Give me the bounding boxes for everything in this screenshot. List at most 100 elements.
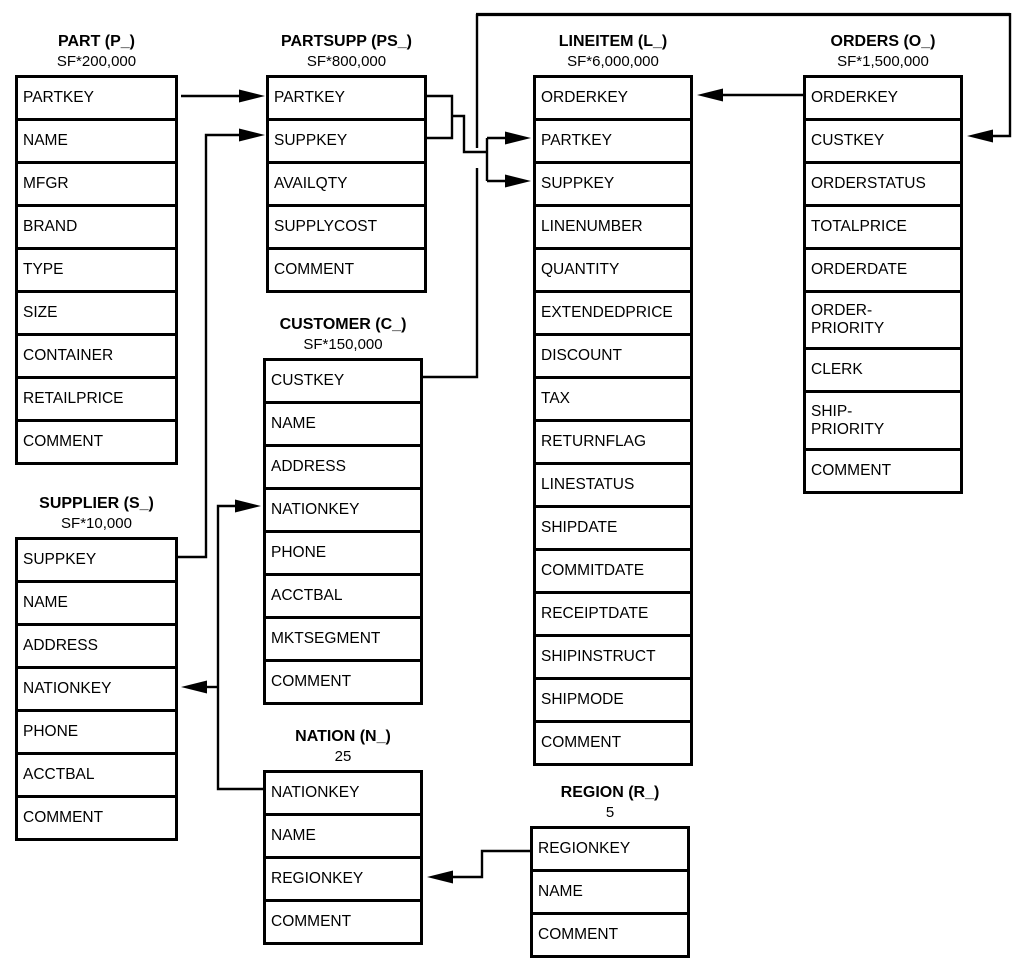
field-customer-custkey: CUSTKEY [263, 358, 423, 404]
field-partsupp-suppkey: SUPPKEY [266, 118, 427, 164]
rel-region-regionkey-to-nation-regionkey-arrowhead [427, 870, 453, 884]
field-lineitem-tax: TAX [533, 376, 693, 422]
field-part-comment: COMMENT [15, 419, 178, 465]
field-region-regionkey: REGIONKEY [530, 826, 690, 872]
field-supplier-name: NAME [15, 580, 178, 626]
field-lineitem-orderkey: ORDERKEY [533, 75, 693, 121]
field-lineitem-shipdate: SHIPDATE [533, 505, 693, 551]
field-supplier-nationkey: NATIONKEY [15, 666, 178, 712]
field-orders-orderpriority: ORDER- PRIORITY [803, 290, 963, 350]
table-part-cardinality: SF*200,000 [56, 53, 137, 70]
field-part-partkey: PARTKEY [15, 75, 178, 121]
table-partsupp-cardinality: SF*800,000 [306, 53, 387, 70]
rel-nation-nationkey-to-supplier-nationkey-arrowhead [181, 680, 207, 694]
field-lineitem-suppkey: SUPPKEY [533, 161, 693, 207]
field-nation-name: NAME [263, 813, 423, 859]
table-part-title: PART (P_) [57, 33, 136, 50]
table-lineitem-title: LINEITEM (L_) [558, 33, 668, 50]
table-nation-header: NATION (N_) 25 [263, 727, 423, 767]
rel-customer-custkey-riser-line [423, 168, 479, 379]
table-lineitem-header: LINEITEM (L_) SF*6,000,000 [533, 32, 693, 72]
field-part-mfgr: MFGR [15, 161, 178, 207]
rel-supplier-suppkey-to-partsupp-suppkey-arrowhead [239, 128, 265, 142]
field-partsupp-availqty: AVAILQTY [266, 161, 427, 207]
table-customer-header: CUSTOMER (C_) SF*150,000 [263, 315, 423, 355]
rel-orders-orderkey-to-lineitem-orderkey-arrowhead [697, 88, 723, 102]
field-lineitem-comment: COMMENT [533, 720, 693, 766]
field-lineitem-receiptdate: RECEIPTDATE [533, 591, 693, 637]
field-part-size: SIZE [15, 290, 178, 336]
table-region-cardinality: 5 [605, 804, 615, 821]
rel-partsupp-suppkey-to-lineitem-suppkey-arrowhead [505, 174, 531, 188]
table-orders-header: ORDERS (O_) SF*1,500,000 [803, 32, 963, 72]
rel-nation-nationkey-to-customer-nationkey-line [216, 504, 263, 791]
rel-partsupp-to-lineitem-merge-bracket [427, 94, 454, 140]
field-customer-name: NAME [263, 401, 423, 447]
table-part-header: PART (P_) SF*200,000 [15, 32, 178, 72]
table-supplier-title: SUPPLIER (S_) [39, 495, 154, 512]
field-lineitem-extendedprice: EXTENDEDPRICE [533, 290, 693, 336]
field-customer-acctbal: ACCTBAL [263, 573, 423, 619]
field-supplier-acctbal: ACCTBAL [15, 752, 178, 798]
table-supplier-header: SUPPLIER (S_)SF*10,000 [15, 494, 178, 534]
field-part-container: CONTAINER [15, 333, 178, 379]
table-region-header: REGION (R_)5 [530, 783, 690, 823]
field-customer-mktsegment: MKTSEGMENT [263, 616, 423, 662]
field-nation-comment: COMMENT [263, 899, 423, 945]
rel-customer-custkey-to-orders-custkey-line [991, 13, 1012, 138]
field-orders-orderkey: ORDERKEY [803, 75, 963, 121]
table-orders-cardinality: SF*1,500,000 [837, 53, 929, 70]
field-orders-comment: COMMENT [803, 448, 963, 494]
rel-partsupp-partkey-to-lineitem-partkey-arrowhead [505, 131, 531, 145]
rel-customer-custkey-to-orders-custkey-arrowhead [967, 129, 993, 143]
field-part-retailprice: RETAILPRICE [15, 376, 178, 422]
table-nation-title: NATION (N_) [295, 728, 391, 745]
field-orders-orderstatus: ORDERSTATUS [803, 161, 963, 207]
rel-partsupp-to-lineitem-trunk-line [452, 114, 487, 154]
field-part-name: NAME [15, 118, 178, 164]
field-supplier-comment: COMMENT [15, 795, 178, 841]
field-supplier-address: ADDRESS [15, 623, 178, 669]
field-orders-clerk: CLERK [803, 347, 963, 393]
field-partsupp-partkey: PARTKEY [266, 75, 427, 121]
table-orders-title: ORDERS (O_) [830, 33, 936, 50]
field-nation-regionkey: REGIONKEY [263, 856, 423, 902]
field-lineitem-discount: DISCOUNT [533, 333, 693, 379]
field-customer-address: ADDRESS [263, 444, 423, 490]
field-lineitem-partkey: PARTKEY [533, 118, 693, 164]
field-customer-nationkey: NATIONKEY [263, 487, 423, 533]
table-nation-cardinality: 25 [334, 748, 352, 765]
field-supplier-phone: PHONE [15, 709, 178, 755]
table-customer-cardinality: SF*150,000 [303, 336, 383, 353]
field-supplier-suppkey: SUPPKEY [15, 537, 178, 583]
table-customer-title: CUSTOMER (C_) [279, 316, 407, 333]
table-partsupp-title: PARTSUPP (PS_) [281, 33, 412, 50]
field-lineitem-shipmode: SHIPMODE [533, 677, 693, 723]
field-orders-shippriority: SHIP- PRIORITY [803, 390, 963, 451]
field-orders-orderdate: ORDERDATE [803, 247, 963, 293]
table-lineitem-cardinality: SF*6,000,000 [567, 53, 659, 70]
rel-region-regionkey-to-nation-regionkey-line [449, 849, 530, 879]
field-part-brand: BRAND [15, 204, 178, 250]
field-lineitem-linestatus: LINESTATUS [533, 462, 693, 508]
field-partsupp-comment: COMMENT [266, 247, 427, 293]
field-customer-phone: PHONE [263, 530, 423, 576]
field-lineitem-commitdate: COMMITDATE [533, 548, 693, 594]
field-customer-comment: COMMENT [263, 659, 423, 705]
rel-supplier-suppkey-to-partsupp-suppkey-line [178, 133, 242, 559]
field-region-comment: COMMENT [530, 912, 690, 958]
